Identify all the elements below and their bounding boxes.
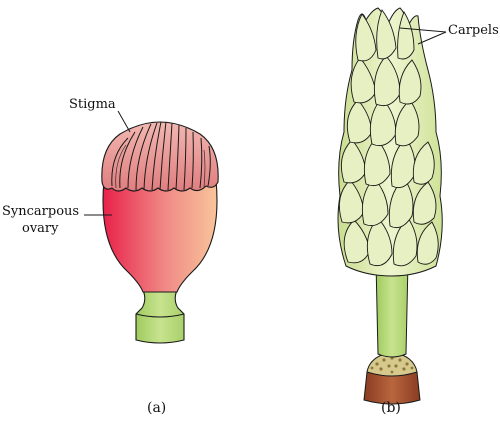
- pistil-b: [337, 7, 443, 405]
- carpel: [373, 55, 401, 107]
- ovary-label-line1: Syncarpous: [2, 204, 80, 219]
- carpel: [346, 99, 373, 144]
- carpel: [394, 99, 420, 147]
- stigma-label: Stigma: [69, 97, 116, 112]
- carpels-pointer-1: [399, 27, 447, 33]
- caption-b: (b): [381, 400, 401, 416]
- carpel: [392, 217, 418, 267]
- leader-lines-a: [84, 110, 131, 216]
- carpels-pointer-2: [417, 31, 447, 45]
- leader-lines-b: [399, 27, 447, 45]
- carpels-label: Carpels: [448, 23, 499, 38]
- carpel: [398, 59, 422, 105]
- caption-a: (a): [147, 400, 167, 416]
- carpel: [355, 13, 377, 62]
- carpel: [416, 221, 439, 265]
- carpel: [340, 139, 367, 184]
- carpel: [363, 137, 391, 187]
- receptacle-dots: [370, 356, 414, 374]
- carpel: [412, 181, 437, 225]
- carpel: [388, 177, 414, 229]
- stigma-pointer: [117, 110, 131, 133]
- carpel: [350, 57, 377, 104]
- carpels: [338, 9, 439, 267]
- carpel: [376, 9, 397, 60]
- carpel: [369, 97, 397, 147]
- carpel: [343, 219, 371, 264]
- carpel: [338, 179, 365, 224]
- pistil-a: [101, 121, 219, 344]
- carpel: [361, 177, 389, 227]
- carpel: [390, 137, 416, 189]
- carpel: [412, 141, 435, 185]
- ovary-label-line2: ovary: [22, 221, 59, 236]
- syncarpous-ovary: [102, 179, 218, 293]
- gynophore: [375, 261, 409, 358]
- carpel: [366, 217, 393, 267]
